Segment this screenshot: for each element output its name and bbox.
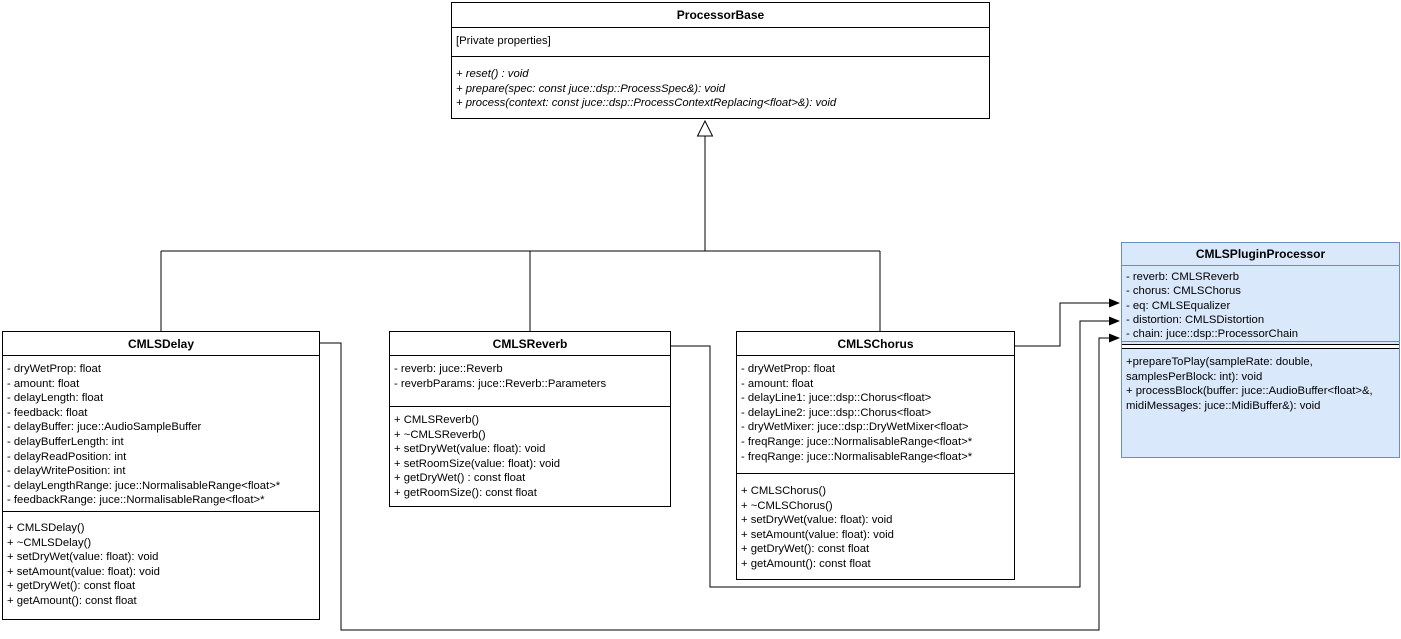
member-row: + setAmount(value: float): void [741, 528, 894, 541]
member-row: + getAmount(): const float [741, 557, 871, 570]
member-row: + CMLSChorus() [741, 485, 827, 497]
arrowhead-chorus-icon [1109, 298, 1120, 308]
member-row: - amount: float [741, 377, 814, 390]
member-row: - reverb: juce::Reverb [394, 363, 503, 375]
member-row: - feedback: float [7, 406, 88, 419]
member-row: + setDryWet(value: float): void [394, 443, 546, 456]
member-row: - delayBuffer: juce::AudioSampleBuffer [7, 421, 202, 434]
member-row: - chorus: CMLSChorus [1126, 285, 1241, 298]
member-row: + getRoomSize(): const float [394, 486, 537, 499]
member-row: - distortion: CMLSDistortion [1126, 313, 1265, 326]
member-row: + prepare(spec: const juce::dsp::Process… [456, 82, 726, 95]
member-row: + setRoomSize(value: float): void [394, 457, 561, 470]
member-row: + reset() : void [456, 68, 529, 80]
member-row: + setAmount(value: float): void [7, 565, 160, 578]
class-title: CMLSPluginProcessor [1122, 243, 1399, 266]
member-row: + setDryWet(value: float): void [741, 514, 893, 527]
attributes-section: - dryWetProp: float - amount: float - dela… [3, 356, 319, 512]
member-row: - delayWritePosition: int [7, 465, 126, 478]
member-row: - delayReadPosition: int [7, 450, 127, 463]
member-row: + getDryWet(): const float [7, 580, 136, 593]
member-row: - feedbackRange: juce::NormalisableRange… [7, 494, 265, 507]
arrowhead-reverb-icon [1109, 316, 1120, 326]
class-title: CMLSReverb [390, 332, 670, 356]
private-properties-section: [Private properties] [452, 28, 989, 57]
member-row: + getAmount(): const float [7, 594, 137, 607]
member-row: + CMLSReverb() [394, 414, 480, 426]
member-row: + processBlock(buffer: juce::AudioBuffer… [1126, 385, 1373, 412]
member-row: [Private properties] [456, 35, 551, 47]
class-cmls-reverb[interactable]: CMLSReverb - reverb: juce::Reverb- rever… [389, 331, 671, 507]
attributes-section: - reverb: juce::Reverb- reverbParams: ju… [390, 356, 670, 407]
member-row: - delayLine1: juce::dsp::Chorus<float> [741, 392, 932, 405]
member-row: - dryWetProp: float [7, 363, 101, 375]
member-row: - reverbParams: juce::Reverb::Parameters [394, 377, 607, 390]
member-row: + process(context: const juce::dsp::Proc… [456, 97, 837, 110]
class-title: CMLSDelay [3, 332, 319, 356]
class-cmls-chorus[interactable]: CMLSChorus - dryWetProp: float - amount: … [736, 331, 1015, 580]
methods-section: +prepareToPlay(sampleRate: double, sampl… [1122, 349, 1399, 457]
member-row: - dryWetProp: float [741, 363, 835, 375]
methods-section: + reset() : void + prepare(spec: const ju… [452, 57, 989, 118]
member-row: - delayBufferLength: int [7, 435, 124, 448]
methods-section: + CMLSReverb() + ~CMLSReverb() + setDryWet… [390, 407, 670, 506]
member-row: - amount: float [7, 377, 80, 390]
compartment-divider [1122, 344, 1399, 349]
association-chorus-plugin[interactable] [1015, 302, 1111, 347]
member-row: - dryWetMixer: juce::dsp::DryWetMixer<fl… [741, 421, 969, 434]
inheritance-triangle-icon [696, 119, 714, 137]
member-row: - freqRange: juce::NormalisableRange<flo… [741, 435, 973, 448]
member-row: - reverb: CMLSReverb [1126, 271, 1240, 283]
inheritance-connector[interactable] [160, 136, 881, 331]
class-title: ProcessorBase [452, 3, 989, 28]
association-delay-plugin[interactable] [320, 337, 1111, 631]
member-row: + CMLSDelay() [7, 522, 85, 534]
class-cmls-delay[interactable]: CMLSDelay - dryWetProp: float - amount: f… [2, 331, 320, 620]
member-row: +prepareToPlay(sampleRate: double, sampl… [1126, 356, 1313, 383]
class-title: CMLSChorus [737, 332, 1014, 356]
member-row: + getDryWet(): const float [741, 543, 870, 556]
class-processor-base[interactable]: ProcessorBase [Private properties] + res… [451, 2, 990, 119]
methods-section: + CMLSChorus() + ~CMLSChorus() + setDryWet… [737, 474, 1014, 579]
member-row: - eq: CMLSEqualizer [1126, 299, 1231, 312]
methods-section: + CMLSDelay() + ~CMLSDelay() + setDryWet(v… [3, 512, 319, 619]
member-row: - delayLength: float [7, 392, 104, 405]
member-row: + ~CMLSChorus() [741, 499, 833, 512]
member-row: + ~CMLSDelay() [7, 536, 92, 549]
member-row: - freqRange: juce::NormalisableRange<flo… [741, 450, 973, 463]
attributes-section: - reverb: CMLSReverb - chorus: CMLSChorus… [1122, 266, 1399, 342]
arrowhead-delay-icon [1109, 333, 1120, 343]
member-row: + getDryWet() : const float [394, 472, 526, 485]
association-reverb-plugin[interactable] [671, 320, 1111, 588]
member-row: - chain: juce::dsp::ProcessorChain [1126, 328, 1299, 341]
attributes-section: - dryWetProp: float - amount: float - dela… [737, 356, 1014, 474]
member-row: + ~CMLSReverb() [394, 428, 486, 441]
class-cmls-plugin-processor[interactable]: CMLSPluginProcessor - reverb: CMLSReverb… [1121, 242, 1400, 458]
member-row: - delayLengthRange: juce::NormalisableRa… [7, 479, 281, 492]
member-row: + setDryWet(value: float): void [7, 551, 159, 564]
member-row: - delayLine2: juce::dsp::Chorus<float> [741, 406, 932, 419]
